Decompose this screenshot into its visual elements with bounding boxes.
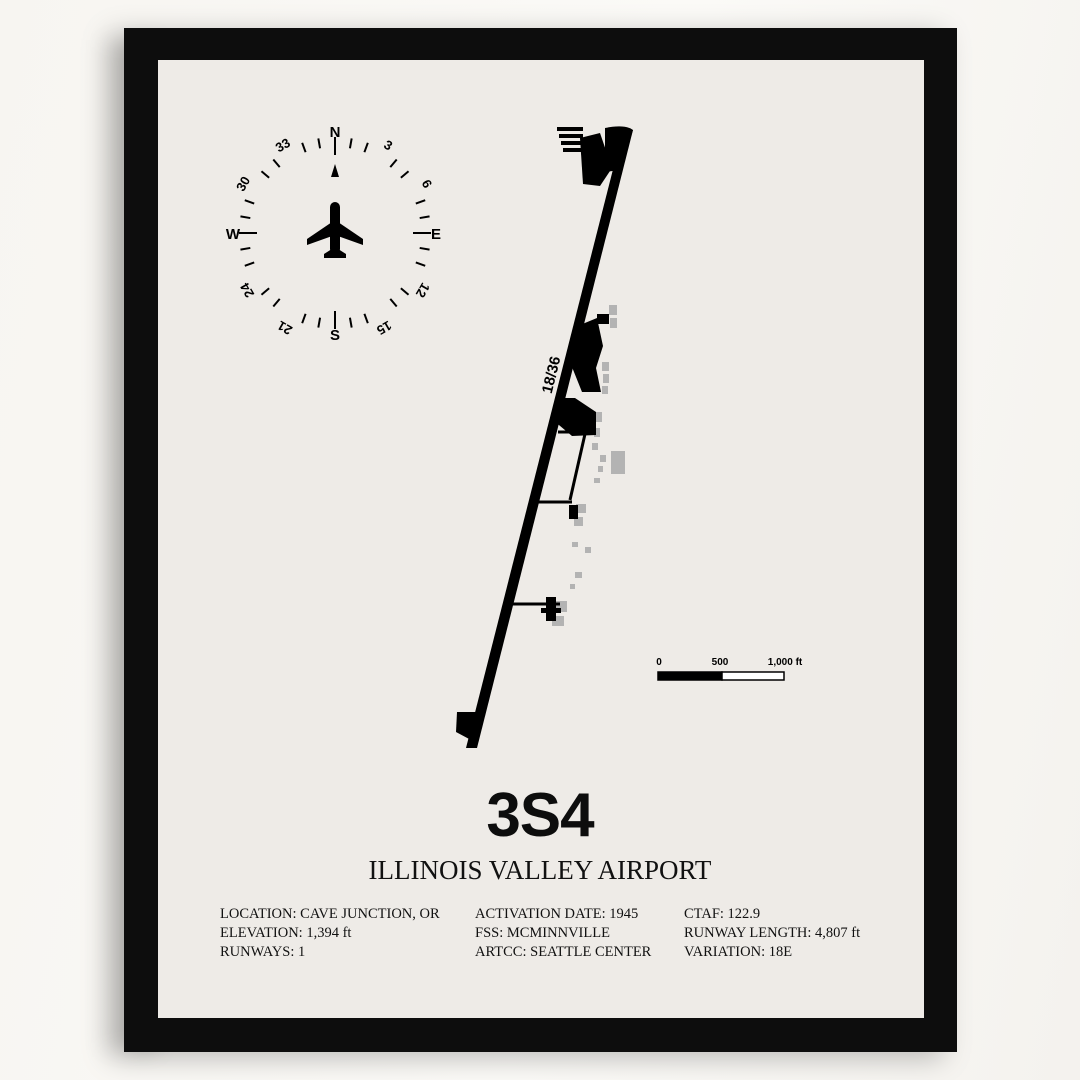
compass-deg-21: 21 bbox=[275, 318, 295, 338]
north-pad bbox=[580, 133, 612, 186]
compass-tick bbox=[301, 142, 307, 153]
north-apron bbox=[605, 126, 633, 172]
compass-deg-15: 15 bbox=[374, 318, 394, 338]
compass-s: S bbox=[330, 327, 340, 344]
buildings bbox=[552, 305, 625, 626]
compass-tick bbox=[363, 313, 369, 324]
airplane-icon bbox=[307, 202, 363, 258]
compass-tick bbox=[317, 317, 322, 328]
compass-tick bbox=[244, 261, 255, 267]
airport-name: ILLINOIS VALLEY AIRPORT bbox=[368, 855, 712, 885]
detail-variation: VARIATION: 18E bbox=[684, 944, 793, 960]
runway-system bbox=[456, 126, 633, 748]
detail-activation-date: ACTIVATION DATE: 1945 bbox=[475, 906, 639, 922]
compass-n: N bbox=[330, 124, 341, 141]
compass-tick bbox=[317, 138, 322, 149]
compass-tick bbox=[260, 287, 270, 296]
compass-deg-3: 3 bbox=[381, 137, 395, 154]
compass-tick bbox=[400, 287, 410, 296]
north-arrow-icon bbox=[331, 164, 339, 177]
detail-fss: FSS: MCMINNVILLE bbox=[475, 925, 610, 941]
compass-e: E bbox=[431, 226, 441, 243]
compass-tick bbox=[272, 158, 281, 168]
compass-tick bbox=[240, 246, 251, 251]
airport-code: 3S4 bbox=[486, 781, 594, 850]
compass-tick bbox=[389, 298, 398, 308]
compass-tick bbox=[389, 158, 398, 168]
compass-tick bbox=[301, 313, 307, 324]
compass-deg-30: 30 bbox=[233, 174, 253, 194]
poster-mat bbox=[158, 60, 924, 1018]
compass-tick bbox=[272, 298, 281, 308]
apron-upper bbox=[572, 318, 603, 392]
details-column-2: ACTIVATION DATE: 1945 FSS: MCMINNVILLE A… bbox=[475, 905, 651, 962]
compass-w: W bbox=[226, 226, 241, 243]
compass-tick bbox=[363, 142, 369, 153]
details-column-3: CTAF: 122.9 RUNWAY LENGTH: 4,807 ft VARI… bbox=[684, 905, 860, 962]
detail-runway-length: RUNWAY LENGTH: 4,807 ft bbox=[684, 925, 861, 941]
detail-location: LOCATION: CAVE JUNCTION, OR bbox=[220, 906, 440, 922]
compass-tick bbox=[419, 246, 430, 251]
compass-deg-6: 6 bbox=[419, 177, 436, 191]
compass-tick bbox=[240, 215, 251, 220]
compass-deg-12: 12 bbox=[413, 280, 433, 300]
detail-runways: RUNWAYS: 1 bbox=[220, 944, 306, 960]
compass-deg-33: 33 bbox=[273, 135, 293, 155]
compass-tick bbox=[400, 170, 410, 179]
scale-label-500: 500 bbox=[712, 657, 729, 668]
details-column-1: LOCATION: CAVE JUNCTION, OR ELEVATION: 1… bbox=[220, 905, 440, 962]
compass-tick bbox=[348, 138, 353, 149]
compass-tick bbox=[415, 199, 426, 205]
scale-bar: 0 500 1,000 ft bbox=[656, 657, 803, 681]
detail-elevation: ELEVATION: 1,394 ft bbox=[220, 925, 352, 941]
compass-ticks bbox=[239, 137, 431, 329]
compass-rose: N E S W 3 6 12 15 21 24 30 33 bbox=[226, 124, 441, 344]
compass-deg-24: 24 bbox=[237, 280, 258, 301]
runway-18-36 bbox=[466, 130, 633, 748]
scale-label-1000: 1,000 ft bbox=[768, 657, 803, 668]
compass-tick bbox=[419, 215, 430, 220]
apron-middle bbox=[553, 398, 596, 436]
scale-label-0: 0 bbox=[656, 657, 662, 668]
compass-tick bbox=[348, 317, 353, 328]
south-pad bbox=[456, 712, 476, 740]
compass-tick bbox=[415, 261, 426, 267]
compass-tick bbox=[244, 199, 255, 205]
detail-artcc: ARTCC: SEATTLE CENTER bbox=[475, 944, 652, 960]
detail-ctaf: CTAF: 122.9 bbox=[684, 906, 761, 922]
compass-tick bbox=[260, 170, 270, 179]
